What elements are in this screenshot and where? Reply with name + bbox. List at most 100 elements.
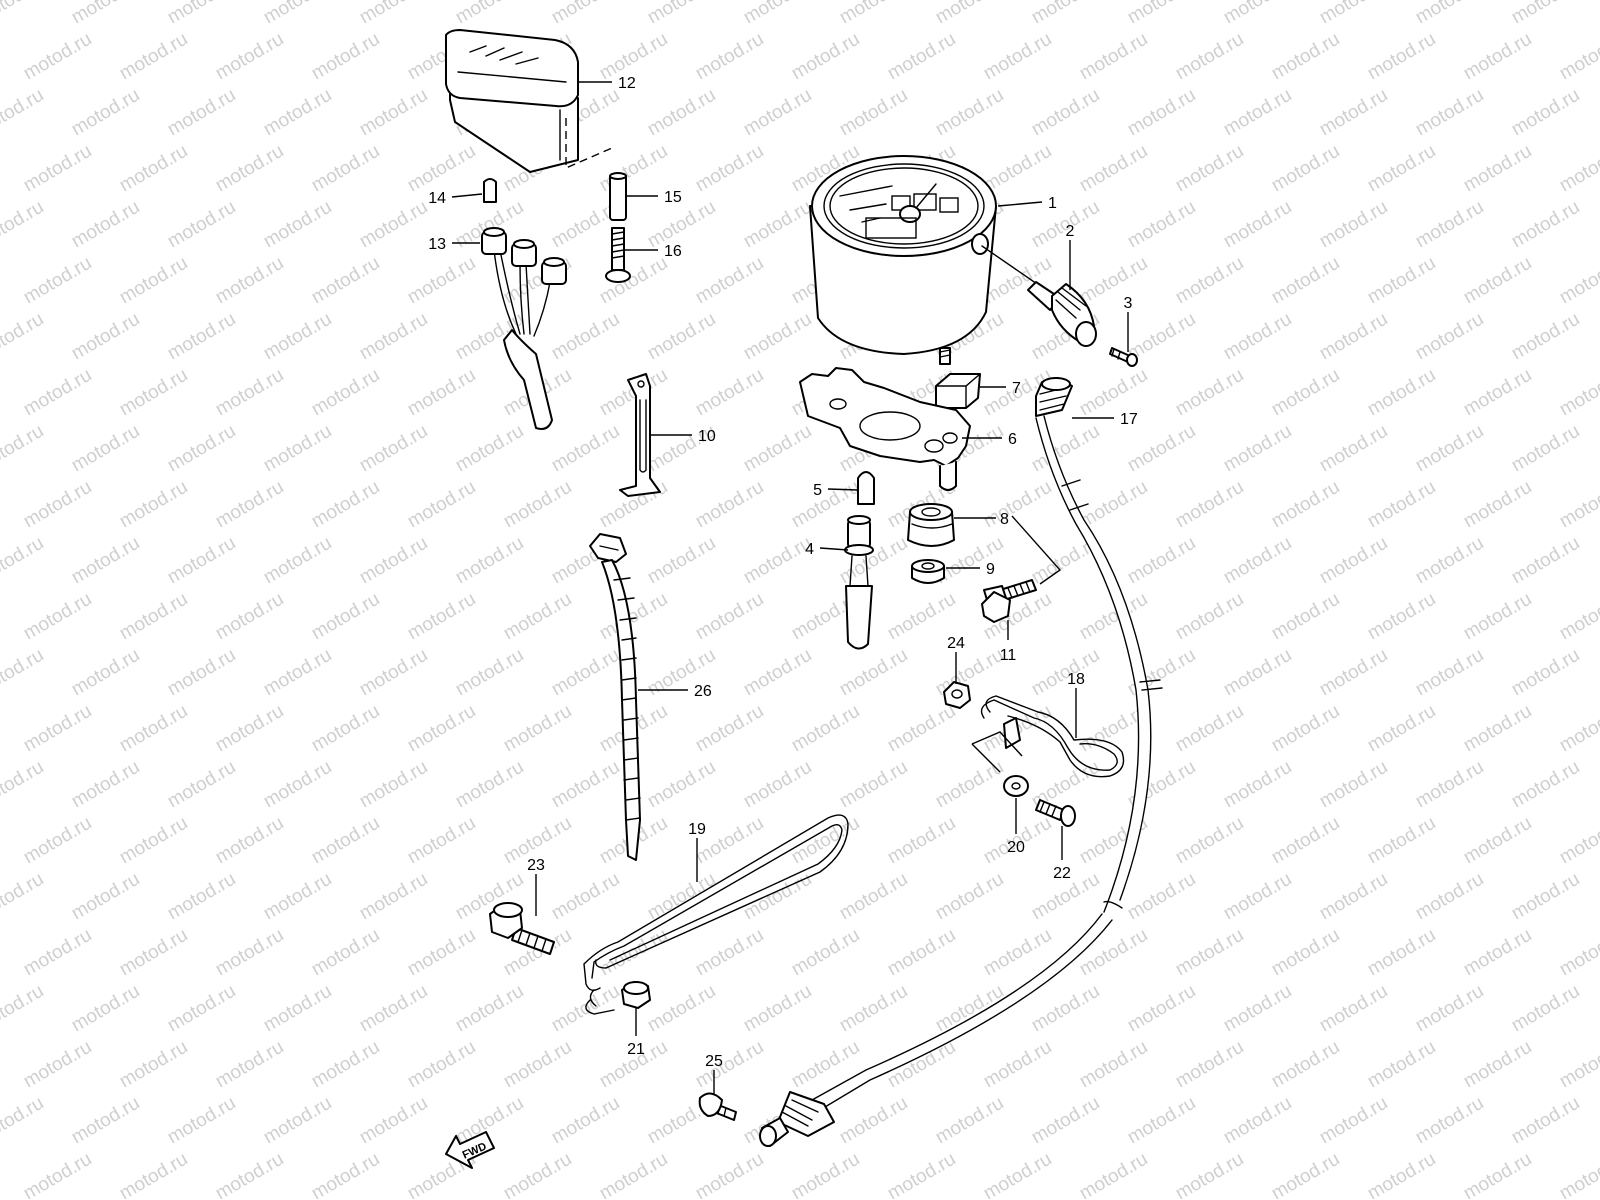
part-12-indicator-case: [445, 29, 579, 173]
watermark-text: motod.ru: [1172, 701, 1247, 757]
watermark-text: motod.ru: [356, 757, 431, 813]
watermark-text: motod.ru: [1460, 925, 1535, 981]
watermark-text: motod.ru: [20, 701, 95, 757]
watermark-text: motod.ru: [1076, 365, 1151, 421]
callout-6: 6: [1008, 431, 1017, 448]
watermark-text: motod.ru: [356, 421, 431, 477]
watermark-text: motod.ru: [212, 365, 287, 421]
watermark-text: motod.ru: [1076, 1037, 1151, 1093]
watermark-text: motod.ru: [884, 813, 959, 869]
watermark-text: motod.ru: [356, 869, 431, 925]
watermark-text: motod.ru: [212, 29, 287, 85]
watermark-text: motod.ru: [1268, 925, 1343, 981]
watermark-text: motod.ru: [260, 1093, 335, 1149]
watermark-text: motod.ru: [1460, 253, 1535, 309]
watermark-text: motod.ru: [1556, 1149, 1600, 1200]
watermark-text: motod.ru: [0, 757, 47, 813]
watermark-text: motod.ru: [1412, 197, 1487, 253]
callout-14: 14: [428, 190, 446, 207]
watermark-text: motod.ru: [68, 981, 143, 1037]
watermark-text: motod.ru: [260, 421, 335, 477]
watermark-text: motod.ru: [68, 533, 143, 589]
watermark-text: motod.ru: [116, 589, 191, 645]
watermark-text: motod.ru: [1316, 421, 1391, 477]
watermark-text: motod.ru: [1172, 813, 1247, 869]
callout-23: 23: [527, 857, 545, 874]
watermark-text: motod.ru: [1508, 0, 1583, 28]
watermark-text: motod.ru: [68, 645, 143, 701]
watermark-text: motod.ru: [0, 85, 47, 141]
callout-22: 22: [1053, 865, 1071, 882]
watermark-text: motod.ru: [116, 29, 191, 85]
watermark-text: motod.ru: [20, 29, 95, 85]
callout-3: 3: [1124, 295, 1133, 312]
callout-7: 7: [1012, 380, 1021, 397]
watermark-text: motod.ru: [1364, 589, 1439, 645]
watermark-text: motod.ru: [1172, 589, 1247, 645]
watermark-text: motod.ru: [1124, 533, 1199, 589]
watermark-text: motod.ru: [20, 141, 95, 197]
watermark-text: motod.ru: [20, 589, 95, 645]
watermark-text: motod.ru: [596, 1149, 671, 1200]
watermark-text: motod.ru: [404, 253, 479, 309]
callout-15: 15: [664, 189, 682, 206]
watermark-text: motod.ru: [980, 141, 1055, 197]
watermark-text: motod.ru: [740, 757, 815, 813]
watermark-text: motod.ru: [356, 85, 431, 141]
part-7-cushion: [935, 373, 981, 409]
watermark-text: motod.ru: [932, 0, 1007, 28]
watermark-text: motod.ru: [740, 981, 815, 1037]
watermark-text: motod.ru: [116, 701, 191, 757]
watermark-text: motod.ru: [548, 645, 623, 701]
watermark-text: motod.ru: [164, 309, 239, 365]
watermark-text: motod.ru: [404, 813, 479, 869]
watermark-text: motod.ru: [212, 813, 287, 869]
part-17-speedometer-cable: [759, 377, 1163, 1147]
watermark-text: motod.ru: [1220, 757, 1295, 813]
watermark-text: motod.ru: [1508, 1093, 1583, 1149]
watermark-text: motod.ru: [116, 141, 191, 197]
watermark-text: motod.ru: [356, 645, 431, 701]
watermark-text: motod.ru: [0, 1093, 47, 1149]
watermark-text: motod.ru: [500, 589, 575, 645]
watermark-text: motod.ru: [692, 1149, 767, 1200]
watermark-text: motod.ru: [1172, 141, 1247, 197]
watermark-text: motod.ru: [20, 925, 95, 981]
watermark-text: motod.ru: [308, 477, 383, 533]
watermark-text: motod.ru: [260, 85, 335, 141]
watermark-text: motod.ru: [500, 701, 575, 757]
part-3-screw: [1109, 347, 1138, 367]
watermark-text: motod.ru: [212, 141, 287, 197]
callout-19: 19: [688, 821, 706, 838]
part-13-socket-harness: [481, 227, 567, 430]
watermark-text: motod.ru: [1268, 701, 1343, 757]
watermark-text: motod.ru: [932, 757, 1007, 813]
watermark-text: motod.ru: [1364, 141, 1439, 197]
watermark-text: motod.ru: [740, 85, 815, 141]
watermark-text: motod.ru: [1220, 85, 1295, 141]
watermark-text: motod.ru: [1028, 1093, 1103, 1149]
watermark-text: motod.ru: [308, 701, 383, 757]
watermark-text: motod.ru: [260, 533, 335, 589]
watermark-text: motod.ru: [740, 645, 815, 701]
watermark-text: motod.ru: [980, 477, 1055, 533]
watermark-text: motod.ru: [452, 0, 527, 28]
watermark-text: motod.ru: [68, 421, 143, 477]
watermark-text: motod.ru: [644, 869, 719, 925]
watermark-text: motod.ru: [1268, 253, 1343, 309]
fwd-arrow-icon: FWD: [445, 1131, 495, 1169]
callout-26: 26: [694, 683, 712, 700]
watermark-text: motod.ru: [1556, 813, 1600, 869]
watermark-text: motod.ru: [692, 477, 767, 533]
part-22-screw-short: [1035, 799, 1076, 827]
watermark-text: motod.ru: [404, 701, 479, 757]
watermark-text: motod.ru: [500, 1037, 575, 1093]
watermark-text: motod.ru: [548, 757, 623, 813]
watermark-text: motod.ru: [308, 253, 383, 309]
watermark-text: motod.ru: [1412, 85, 1487, 141]
watermark-text: motod.ru: [1364, 29, 1439, 85]
watermark-text: motod.ru: [500, 477, 575, 533]
watermark-text: motod.ru: [1268, 141, 1343, 197]
watermark-text: motod.ru: [1268, 813, 1343, 869]
